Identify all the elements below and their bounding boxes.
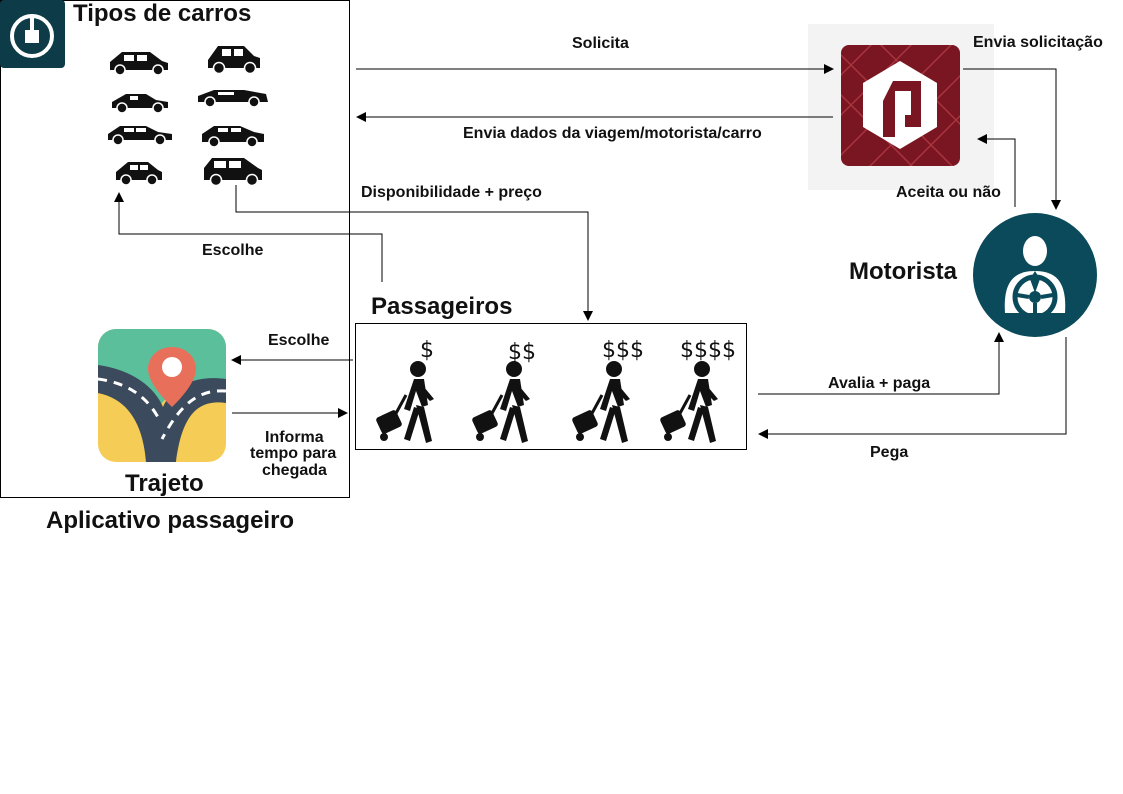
price-tier-3: $$$ <box>602 338 644 363</box>
edge-label-escolhe-trajeto: Escolhe <box>268 332 330 349</box>
edge-label-envia-solicitacao: Envia solicitação <box>973 34 1103 51</box>
car-icon <box>116 162 162 186</box>
edge-pega <box>758 337 1067 439</box>
edge-label-pega: Pega <box>870 444 909 461</box>
passengers-title: Passageiros <box>371 293 513 320</box>
route-title: Trajeto <box>125 470 204 497</box>
price-tier-2: $$ <box>508 340 536 365</box>
price-tier-4: $$$$ <box>680 338 736 363</box>
edge-label-envia-dados: Envia dados da viagem/motorista/carro <box>463 125 762 142</box>
car-icon <box>110 52 168 76</box>
edge-label-informa-3: chegada <box>262 462 327 479</box>
edge-label-informa-2: tempo para <box>250 445 337 462</box>
car-icon <box>112 94 168 114</box>
car-icon <box>204 158 262 187</box>
edge-label-escolhe-carro: Escolhe <box>202 242 264 259</box>
price-tier-1: $ <box>420 338 434 363</box>
car-icon <box>108 126 172 146</box>
edge-envia-solicitacao <box>963 68 1061 210</box>
edge-aceita-ou-nao <box>977 134 1016 207</box>
car-types-icons <box>108 46 268 187</box>
car-icon <box>208 46 260 75</box>
uber-logo-icon <box>0 0 65 68</box>
passengers-frame <box>355 323 747 450</box>
driver-title: Motorista <box>849 258 957 285</box>
edge-label-disponibilidade: Disponibilidade + preço <box>361 184 542 201</box>
passenger-app-frame <box>0 0 350 498</box>
edge-label-aceita-ou-nao: Aceita ou não <box>896 184 1001 201</box>
car-icon <box>198 90 268 108</box>
edge-label-avalia-paga: Avalia + paga <box>828 375 931 392</box>
driver-icon <box>973 213 1097 337</box>
server-icon <box>841 45 960 166</box>
route-map-icon <box>98 329 226 462</box>
app-title: Aplicativo passageiro <box>46 507 295 534</box>
edge-label-informa-1: Informa <box>265 429 324 446</box>
car-types-title: Tipos de carros <box>73 0 252 27</box>
edge-label-solicita: Solicita <box>572 35 629 52</box>
edge-disponibilidade <box>235 185 593 321</box>
edge-escolhe-carro <box>114 192 383 282</box>
car-icon <box>202 126 264 148</box>
server-panel <box>808 24 994 190</box>
edge-avalia-paga <box>758 332 1004 395</box>
